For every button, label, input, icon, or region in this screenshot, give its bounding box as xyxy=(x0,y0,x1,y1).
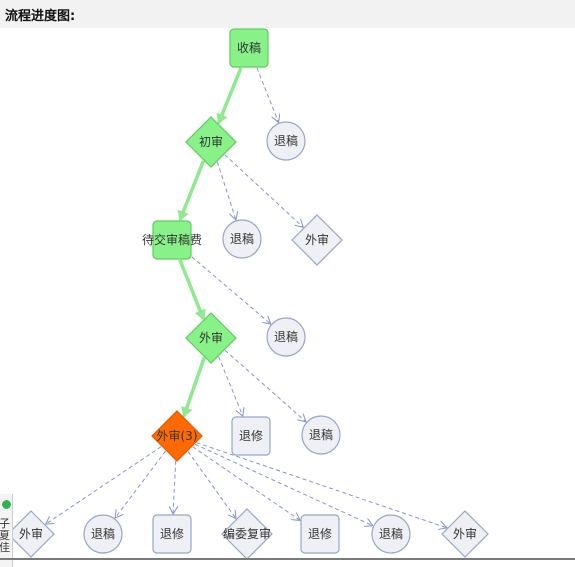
flow-node-label: 退稿 xyxy=(379,526,403,541)
flow-node-n11[interactable]: 外审(3) xyxy=(151,410,203,462)
flow-node-label: 退修 xyxy=(160,526,184,541)
edge-n1-n3 xyxy=(216,67,243,125)
flow-node-shape-rect xyxy=(300,514,340,554)
edge-n11-n17 xyxy=(194,443,373,525)
edge-n6-n8 xyxy=(178,259,206,321)
flow-node-shape-rect xyxy=(229,28,269,68)
edge-n11-n15 xyxy=(187,451,236,518)
edge-n8-n9 xyxy=(218,356,243,416)
flow-node-shape-circle xyxy=(301,415,341,455)
flow-node-label: 编委复审 xyxy=(223,526,271,541)
flow-node-n8[interactable]: 外审 xyxy=(185,312,237,364)
flow-node-label: 退修 xyxy=(239,428,263,443)
flow-node-n18[interactable]: 外审 xyxy=(441,510,489,558)
flow-node-label: 退稿 xyxy=(274,133,298,148)
flow-node-label: 收稿 xyxy=(237,40,261,55)
flow-node-label: 外审 xyxy=(19,526,43,541)
flow-node-label: 外审 xyxy=(199,330,223,345)
header-bar: 流程进度图: xyxy=(0,0,575,28)
flow-node-n17[interactable]: 退稿 xyxy=(371,514,411,554)
bottom-divider xyxy=(0,558,575,560)
node-layer: 收稿退稿初审退稿外审待交审稿费退稿外审退修退稿外审(3)外审退稿退修编委复审退修… xyxy=(7,28,489,560)
flow-node-shape-diamond xyxy=(441,510,489,558)
edge-n8-n10 xyxy=(224,350,306,421)
flow-node-label: 外审 xyxy=(453,526,477,541)
flow-node-label: 退修 xyxy=(308,526,332,541)
flow-node-n4[interactable]: 退稿 xyxy=(222,219,262,259)
flow-node-n6[interactable]: 待交审稿费 xyxy=(142,220,202,260)
flow-node-shape-circle xyxy=(266,121,306,161)
flow-node-shape-diamond xyxy=(7,510,55,558)
flow-node-shape-diamond xyxy=(291,214,343,266)
flow-node-n16[interactable]: 退修 xyxy=(300,514,340,554)
flow-node-n2[interactable]: 退稿 xyxy=(266,121,306,161)
side-panel-text: 子夏佳 xyxy=(0,517,10,554)
flow-node-shape-circle xyxy=(222,219,262,259)
edge-n1-n2 xyxy=(256,67,279,122)
flow-node-n10[interactable]: 退稿 xyxy=(301,415,341,455)
flow-node-label: 退稿 xyxy=(91,526,115,541)
edge-n8-n11 xyxy=(181,356,206,418)
flow-node-n7[interactable]: 退稿 xyxy=(266,317,306,357)
flow-node-shape-diamond xyxy=(151,410,203,462)
flow-node-label: 外审 xyxy=(305,232,329,247)
flow-node-label: 退稿 xyxy=(274,329,298,344)
flow-node-n9[interactable]: 退修 xyxy=(231,416,271,456)
flow-node-label: 初审 xyxy=(199,134,223,149)
edge-n6-n7 xyxy=(191,256,271,324)
flow-node-shape-diamond xyxy=(185,312,237,364)
flow-node-n1[interactable]: 收稿 xyxy=(229,28,269,68)
flow-node-n5[interactable]: 外审 xyxy=(291,214,343,266)
flow-node-label: 退稿 xyxy=(309,427,333,442)
flow-node-shape-diamond xyxy=(185,116,237,168)
side-panel: 子夏佳 xyxy=(0,494,13,567)
edge-n3-n5 xyxy=(224,154,304,228)
edge-n11-n18 xyxy=(196,442,447,528)
edge-n11-n13 xyxy=(115,450,167,518)
status-dot-icon xyxy=(1,499,12,510)
flow-node-n12[interactable]: 外审 xyxy=(7,510,55,558)
flow-node-shape-rect xyxy=(152,220,192,260)
flow-node-shape-circle xyxy=(266,317,306,357)
edge-n3-n6 xyxy=(177,160,206,222)
edge-layer xyxy=(46,67,447,528)
edge-n11-n12 xyxy=(46,446,162,525)
flow-node-shape-rect xyxy=(231,416,271,456)
edge-n11-n14 xyxy=(173,460,176,514)
edge-n11-n16 xyxy=(192,446,301,521)
flow-node-n13[interactable]: 退稿 xyxy=(83,514,123,554)
flow-node-n14[interactable]: 退修 xyxy=(152,514,192,554)
flow-node-shape-rect xyxy=(152,514,192,554)
flow-node-shape-circle xyxy=(371,514,411,554)
edge-n3-n4 xyxy=(216,161,236,220)
flow-node-n15[interactable]: 编委复审 xyxy=(221,508,273,560)
flow-node-n3[interactable]: 初审 xyxy=(185,116,237,168)
flow-node-label: 外审(3) xyxy=(157,428,198,443)
page-title: 流程进度图: xyxy=(5,9,76,24)
flow-node-label: 退稿 xyxy=(230,231,254,246)
flow-node-shape-circle xyxy=(83,514,123,554)
flow-node-label: 待交审稿费 xyxy=(142,232,202,247)
